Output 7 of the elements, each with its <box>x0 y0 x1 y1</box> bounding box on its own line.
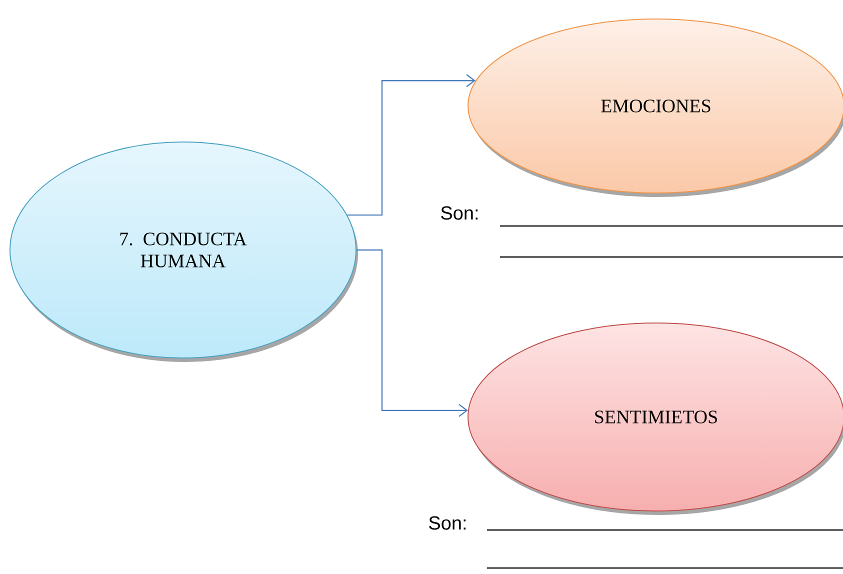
label: Son: <box>429 516 466 530</box>
label: Son: <box>441 206 478 220</box>
arrow <box>356 249 468 417</box>
ellipse-node: EMOCIONES <box>468 18 843 197</box>
ellipse-node: 7. CONDUCTA HUMANA <box>10 142 358 362</box>
ellipse-node: SENTIMIETOS <box>468 322 843 515</box>
arrow <box>347 74 476 216</box>
